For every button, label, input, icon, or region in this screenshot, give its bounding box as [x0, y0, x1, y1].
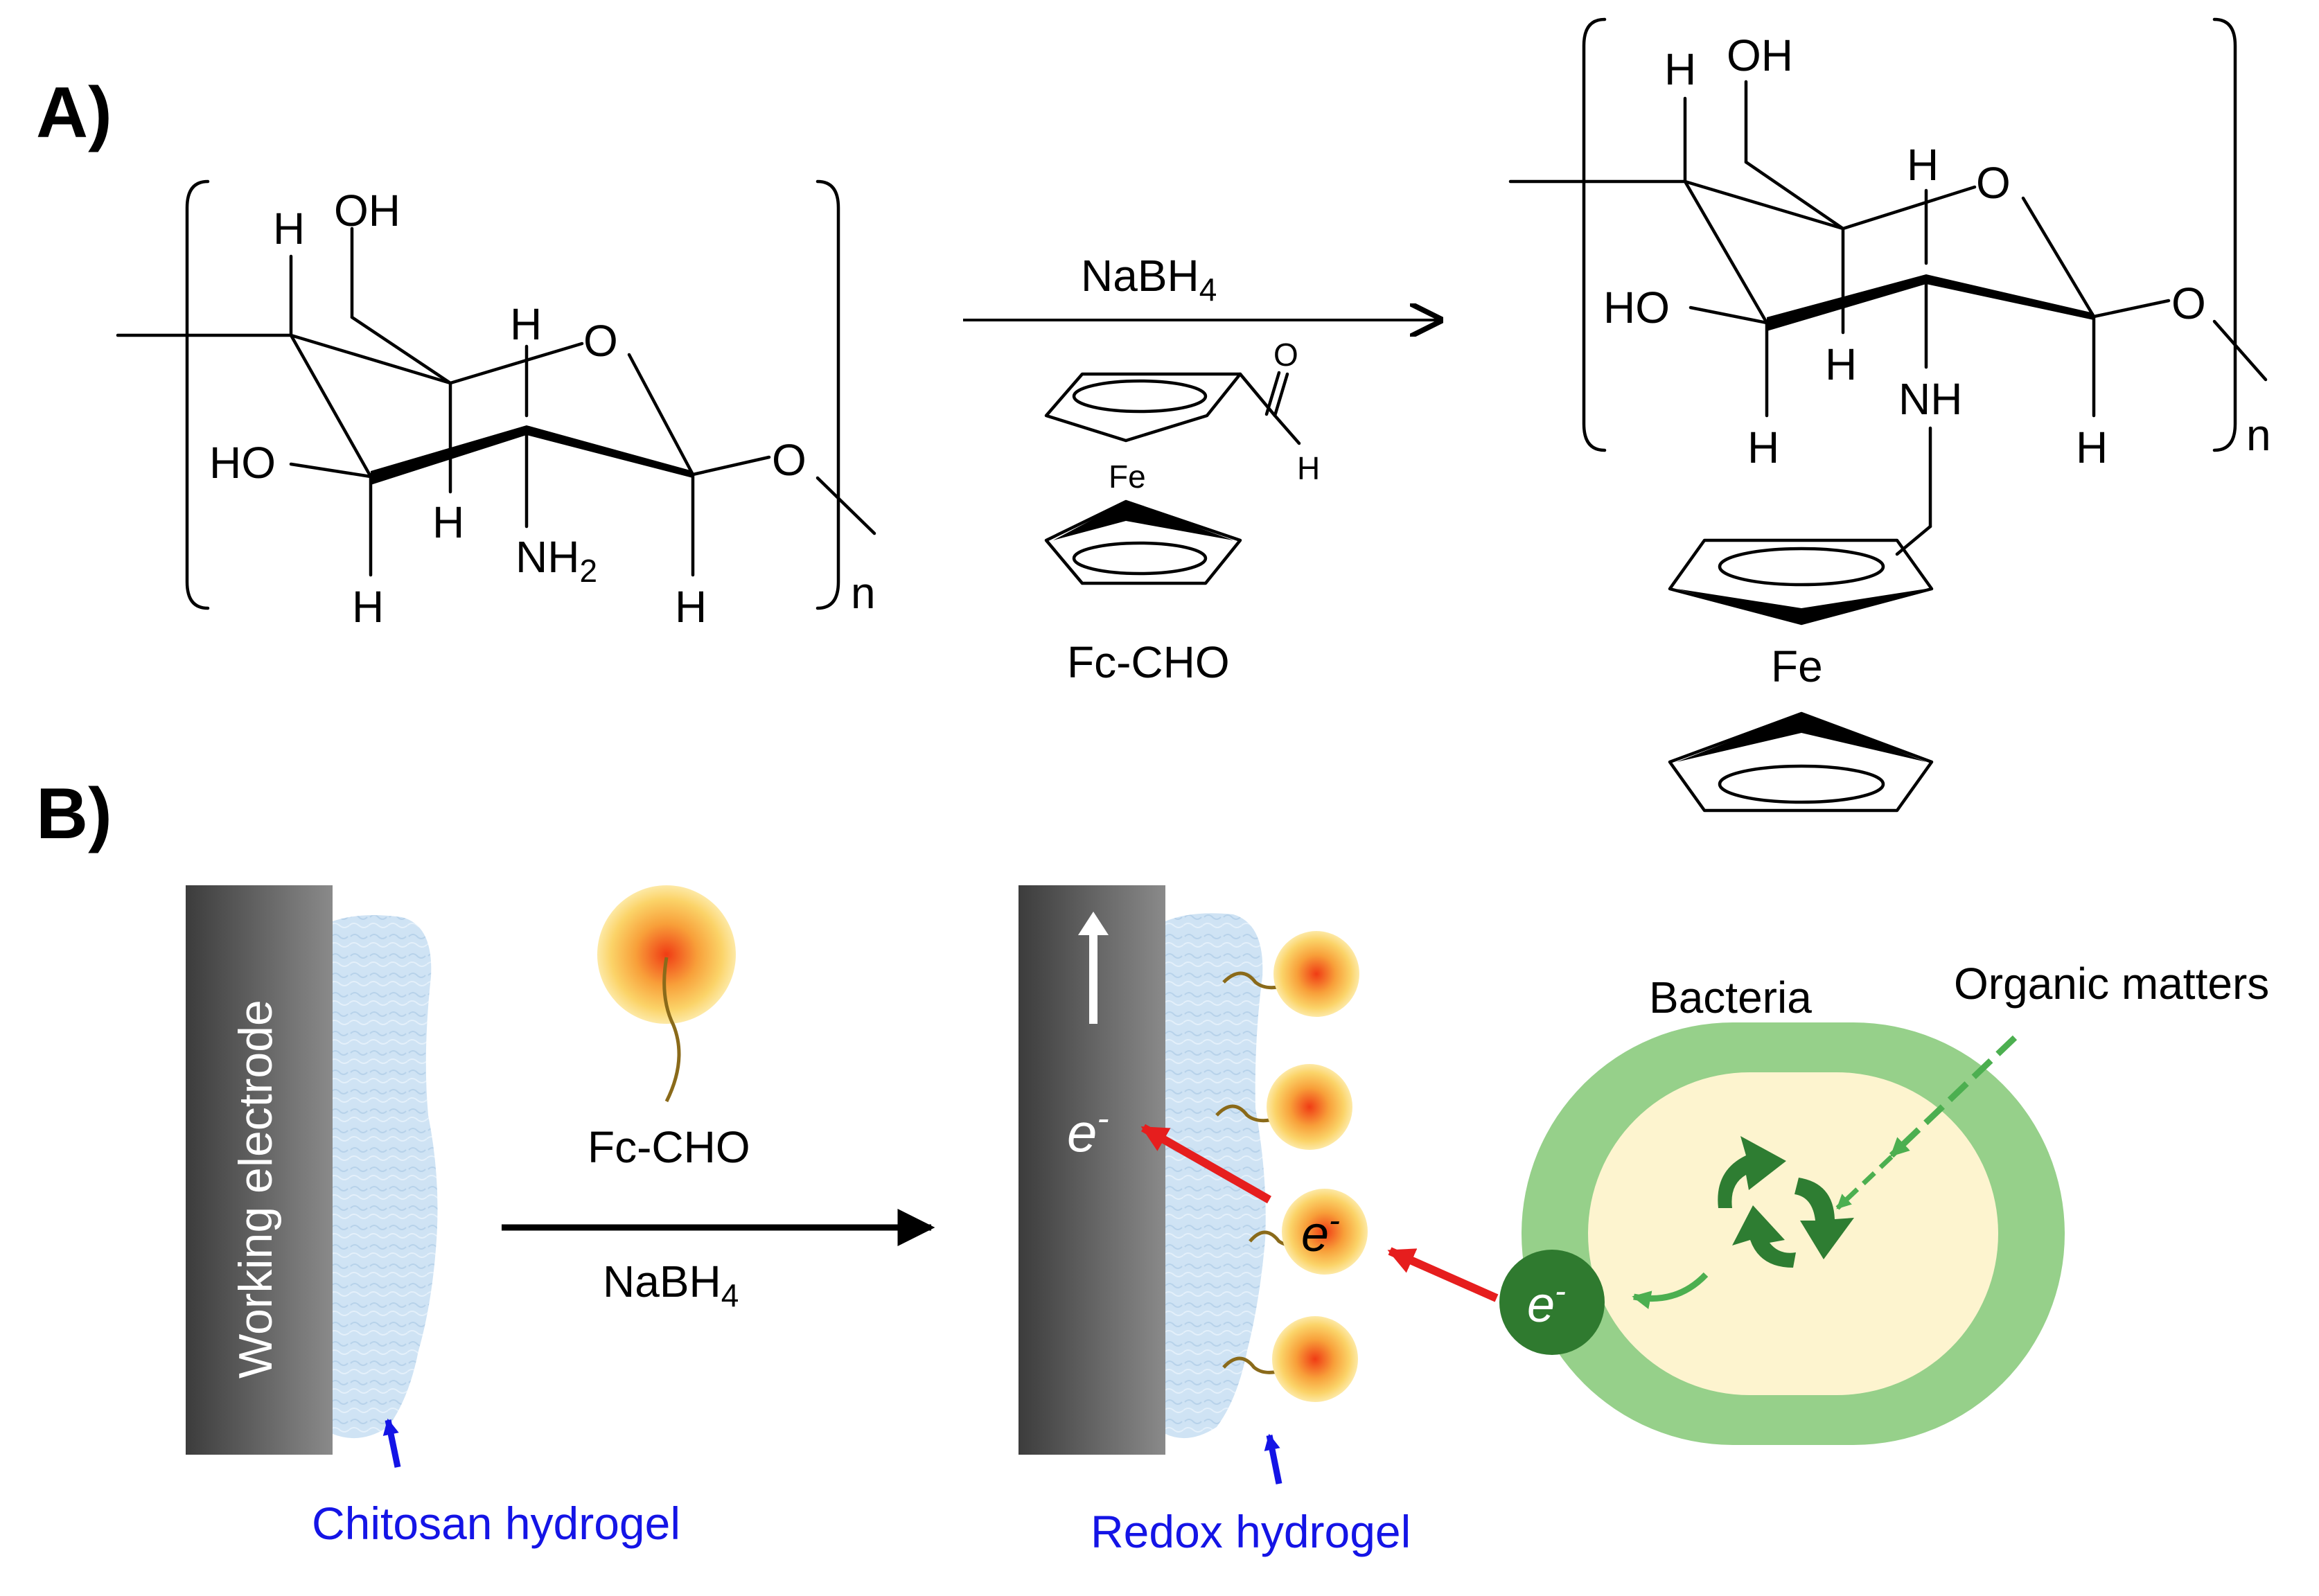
working-electrode: [186, 885, 333, 1455]
panel-label-b: B): [36, 774, 112, 854]
recycle-icon: [1718, 1136, 1854, 1268]
product-nh: NH: [1898, 374, 1962, 424]
product-h-mid: H: [1825, 339, 1857, 389]
reactant-h-top: H: [273, 204, 305, 254]
mediator-ball-electron: [1282, 1189, 1368, 1275]
product-h-bot-left: H: [1747, 423, 1779, 472]
reagent-b-nabh4: NaBH4: [603, 1257, 739, 1313]
product-oh: OH: [1727, 30, 1793, 80]
mediator-ball: [1273, 931, 1359, 1017]
electron-up-arrow-head: [1078, 912, 1109, 935]
product-o-link: O: [2171, 278, 2206, 328]
reactant-h-mid: H: [432, 497, 464, 547]
bacteria-electron-label: e-: [1527, 1273, 1566, 1333]
reagent-fe: Fe: [1109, 459, 1146, 495]
red-arrow-to-mediator: [1387, 1247, 1499, 1302]
redox-hydrogel-shape: [1165, 913, 1266, 1439]
reactant-h-bot-right: H: [675, 582, 707, 632]
reactant-ring-o: O: [583, 316, 618, 366]
product-n: n: [2246, 410, 2271, 460]
organic-arrow-inner: [1835, 1155, 1894, 1210]
reactant-nh2: NH2: [515, 532, 597, 589]
red-arrow-to-electrode: [1140, 1124, 1271, 1204]
fc-cho-tail: [662, 957, 681, 1103]
redox-pointer-arrow: [1264, 1433, 1282, 1484]
product-h-bot-right: H: [2076, 423, 2108, 472]
reagent-name: Fc-CHO: [1067, 637, 1230, 687]
mediator-ball: [1267, 1064, 1352, 1150]
product-ring-o: O: [1976, 158, 2011, 208]
fc-cho-ball: [597, 885, 736, 1024]
organic-matters-label: Organic matters: [1954, 959, 2269, 1009]
product-fe: Fe: [1771, 641, 1823, 691]
chitosan-hydrogel-label: Chitosan hydrogel: [312, 1498, 680, 1549]
mediator-electron: e-: [1301, 1203, 1340, 1262]
reactant-h-bot-left: H: [352, 582, 384, 632]
reactant-ho: HO: [209, 438, 276, 488]
product-structure: H OH H O HO H NH O H H n Fe: [1508, 17, 2271, 813]
reactant-o-link: O: [772, 435, 806, 485]
chitosan-structure: H OH H O HO H NH2 H H O n: [116, 179, 876, 632]
bacteria-inner: [1588, 1072, 1998, 1395]
product-h-c2: H: [1907, 140, 1939, 190]
panel-label-a: A): [36, 73, 112, 153]
reagent-ald-o: O: [1273, 337, 1298, 373]
redox-hydrogel-label: Redox hydrogel: [1091, 1506, 1411, 1557]
reagent-ald-h: H: [1297, 450, 1320, 486]
organic-arrow: [1889, 1035, 2018, 1158]
mediator-group: e-: [1215, 931, 1368, 1402]
product-h-top: H: [1664, 44, 1696, 94]
mediator-ball: [1272, 1316, 1358, 1402]
cycle-electron-arrow: [1632, 1272, 1709, 1309]
fc-cho-label: Fc-CHO: [588, 1122, 750, 1172]
chitosan-hydrogel-shape: [333, 915, 438, 1439]
reactant-n: n: [851, 568, 876, 618]
reagent-nabh4: NaBH4: [1081, 251, 1217, 308]
reaction-conditions: NaBH4 O H Fe Fc-CHO: [963, 251, 1440, 687]
product-ho: HO: [1603, 283, 1670, 332]
working-electrode-label: Working electrode: [229, 1000, 282, 1378]
bacteria-electron: [1499, 1250, 1605, 1355]
chitosan-pointer-arrow: [382, 1418, 401, 1468]
reactant-h-c2: H: [510, 299, 542, 349]
electrode-electron: e-: [1067, 1099, 1109, 1163]
bacteria-label: Bacteria: [1649, 973, 1812, 1022]
reactant-oh: OH: [334, 186, 400, 236]
